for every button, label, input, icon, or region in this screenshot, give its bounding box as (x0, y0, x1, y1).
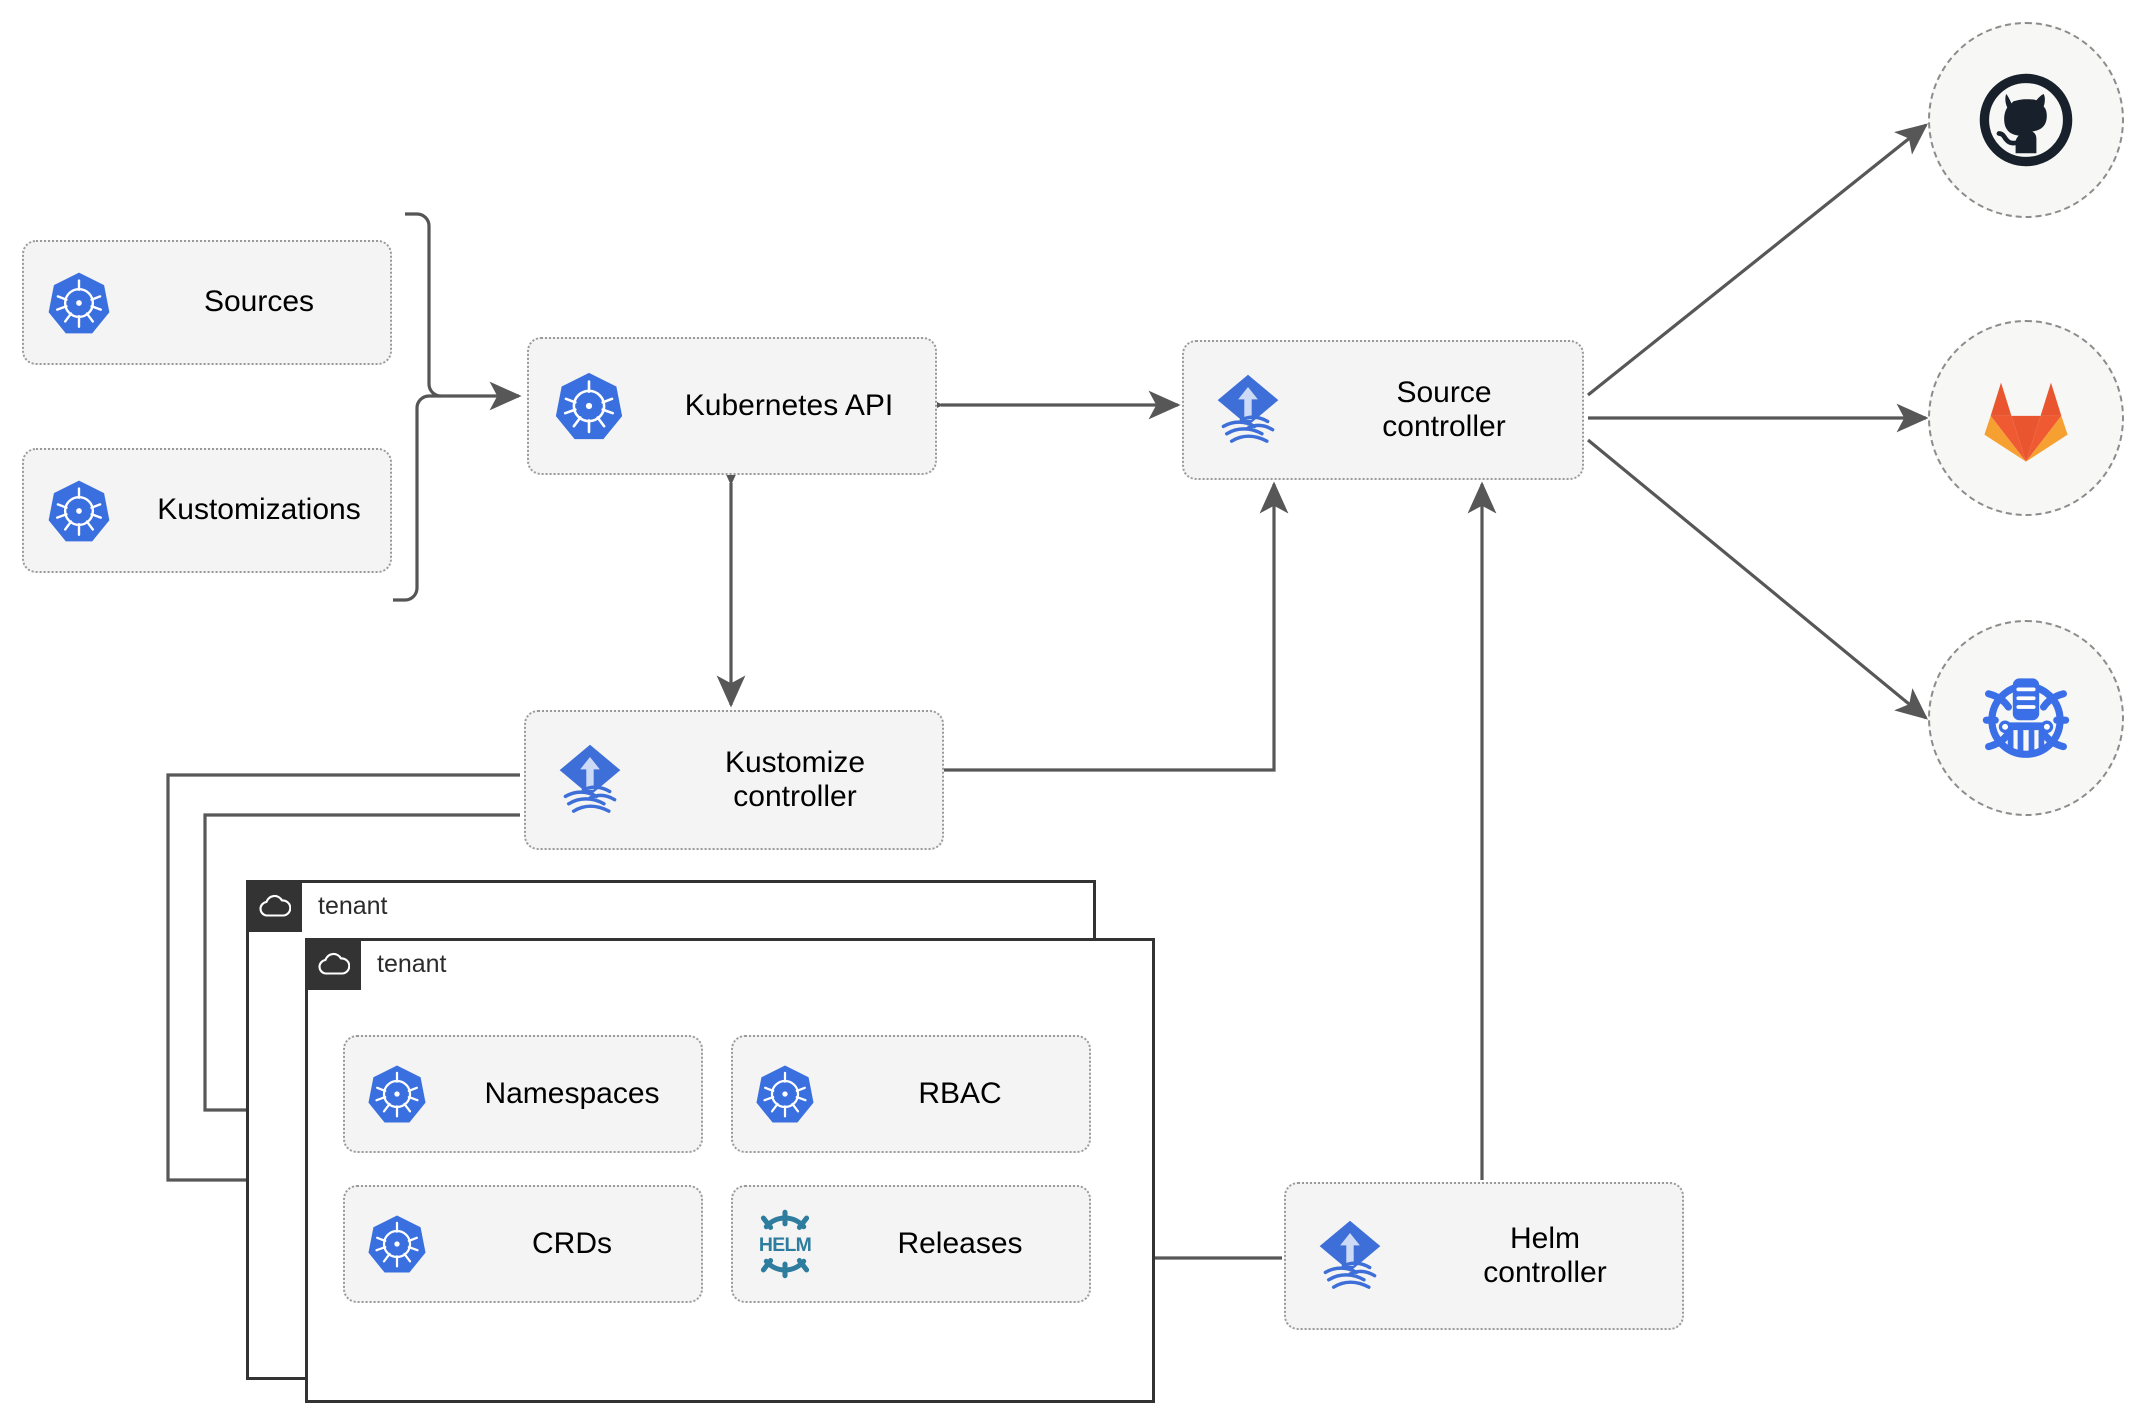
chip-kustomizations-label: Kustomizations (157, 493, 361, 527)
kubernetes-icon (529, 370, 649, 442)
chip-helm-controller-label: Helm controller (1483, 1221, 1607, 1290)
edge-kustomize-to-source (942, 481, 1289, 772)
chip-namespaces[interactable]: Namespaces (343, 1035, 703, 1153)
kubernetes-icon (345, 1063, 449, 1125)
edge-source-to-registry (1586, 438, 1928, 720)
bucket-icon (1982, 678, 2070, 758)
chip-sources[interactable]: Sources (22, 240, 392, 365)
chip-helm-controller[interactable]: Helm controller (1284, 1182, 1684, 1330)
edge-source-to-github (1587, 123, 1929, 397)
kubernetes-icon (24, 270, 134, 336)
flux-icon (526, 739, 654, 821)
chip-source-controller-label: Source controller (1382, 375, 1506, 444)
gitlab-icon (1984, 382, 2068, 462)
cloud-icon (246, 880, 302, 932)
kubernetes-icon (345, 1213, 449, 1275)
chip-kustomize-controller[interactable]: Kustomize controller (524, 710, 944, 850)
chip-rbac[interactable]: RBAC (731, 1035, 1091, 1153)
tenant-back-tab: tenant (246, 880, 388, 932)
kubernetes-icon (733, 1063, 837, 1125)
edge-group-bracket (393, 212, 442, 602)
chip-sources-label: Sources (203, 285, 315, 319)
tenant-front-label: tenant (377, 949, 447, 978)
cloud-icon (305, 938, 361, 990)
chip-releases[interactable]: HELM Releases (731, 1185, 1091, 1303)
chip-crds-label: CRDs (532, 1226, 612, 1260)
chip-kustomizations[interactable]: Kustomizations (22, 448, 392, 573)
flux-icon (1286, 1215, 1414, 1297)
tenant-back-label: tenant (318, 891, 388, 920)
endpoint-gitlab[interactable] (1928, 320, 2124, 516)
flux-icon (1184, 369, 1312, 451)
chip-source-controller[interactable]: Source controller (1182, 340, 1584, 480)
tenant-frame-front: tenant (305, 938, 1155, 1403)
chip-kubernetes-api-label: Kubernetes API (684, 388, 894, 422)
tenant-front-tab: tenant (305, 938, 447, 990)
chip-releases-label: Releases (897, 1226, 1023, 1260)
helm-icon: HELM (733, 1208, 837, 1280)
github-icon (1979, 73, 2073, 167)
svg-text:HELM: HELM (759, 1234, 811, 1256)
kubernetes-icon (24, 478, 134, 544)
endpoint-github[interactable] (1928, 22, 2124, 218)
chip-kustomize-controller-label: Kustomize controller (724, 745, 866, 814)
chip-namespaces-label: Namespaces (484, 1076, 660, 1110)
endpoint-registry[interactable] (1928, 620, 2124, 816)
chip-kubernetes-api[interactable]: Kubernetes API (527, 337, 937, 475)
chip-crds[interactable]: CRDs (343, 1185, 703, 1303)
chip-rbac-label: RBAC (918, 1076, 1002, 1110)
